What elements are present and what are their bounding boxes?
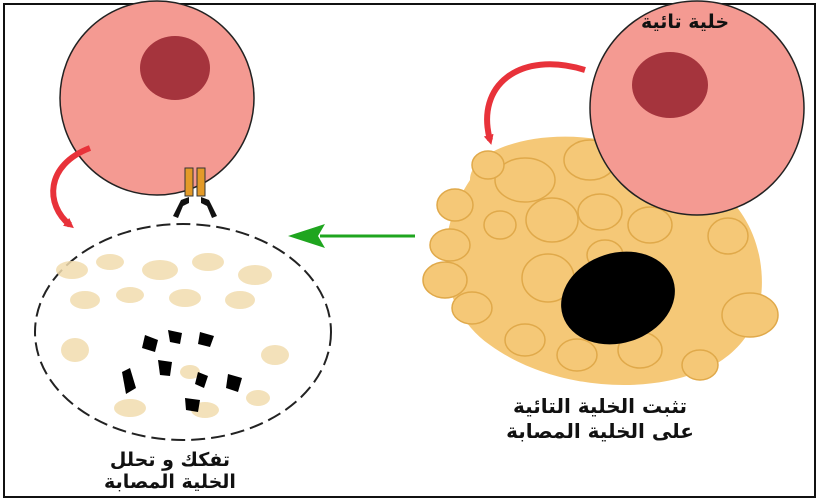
green-arrow <box>288 224 415 248</box>
attach-label-line2: على الخلية المصابة <box>470 420 730 443</box>
tcell-left-nucleus <box>140 36 210 100</box>
curved-arrow-right <box>487 64 585 140</box>
lysis-label-line1: تفكك و تحلل <box>60 450 280 472</box>
lysis-label-line2: الخلية المصابة <box>60 472 280 494</box>
attach-label-line1: تثبت الخلية التائية <box>470 395 730 418</box>
tcell-right-nucleus <box>632 52 708 118</box>
tcell-left <box>60 1 254 195</box>
lysed-cell <box>35 224 331 440</box>
tcell-label: خلية تائية <box>605 12 765 34</box>
